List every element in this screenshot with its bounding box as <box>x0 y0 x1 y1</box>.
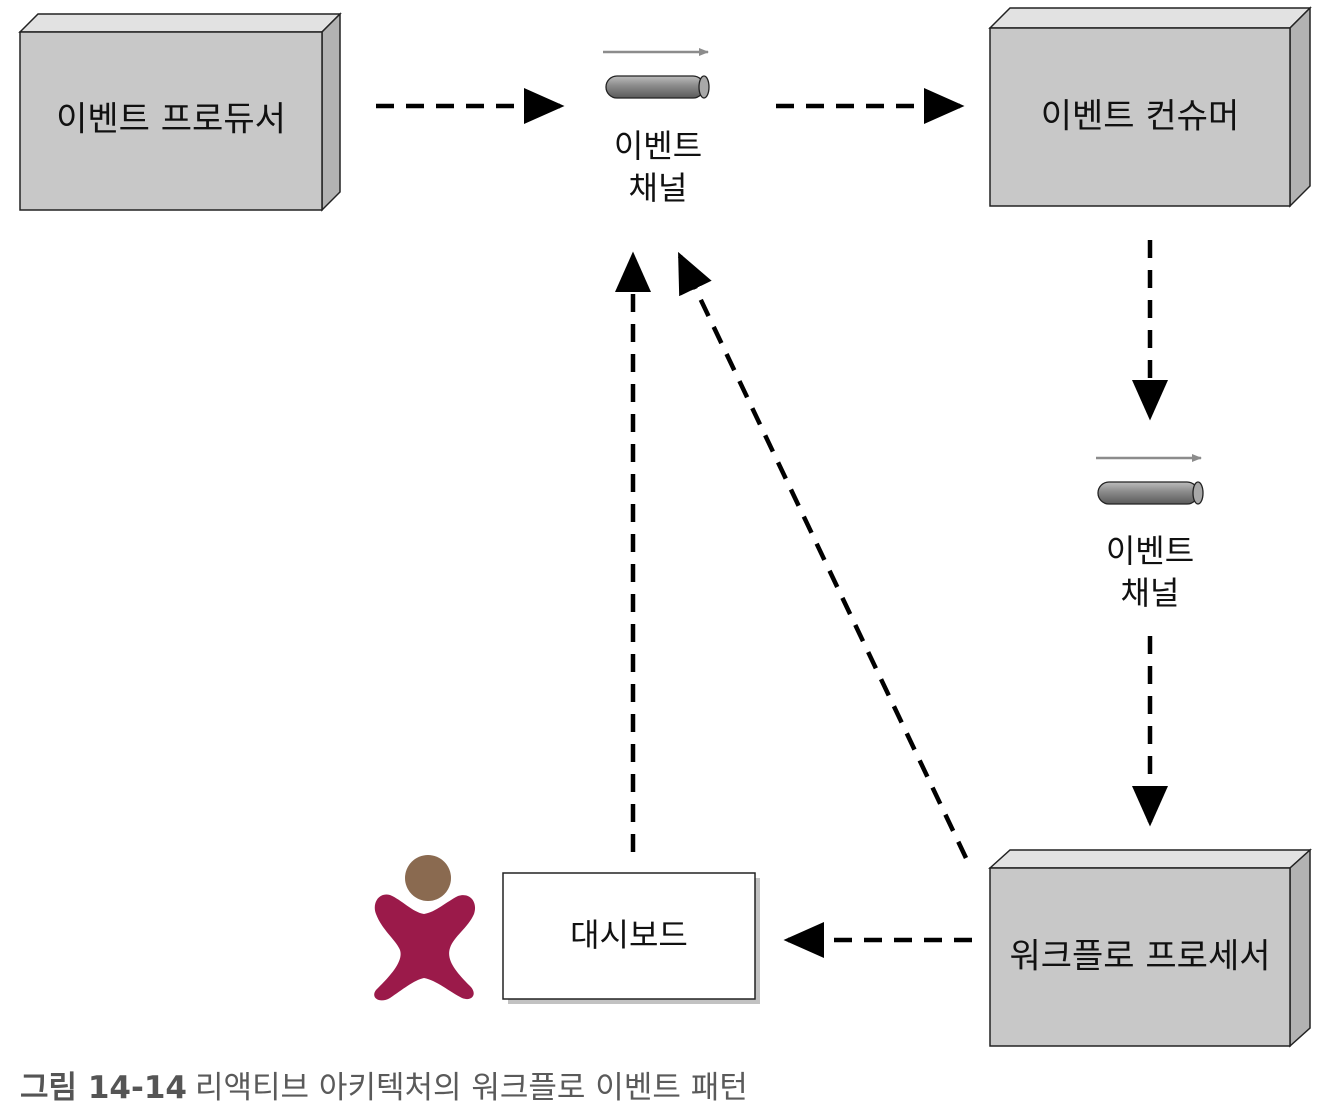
event-producer-box: 이벤트 프로듀서 <box>18 12 342 212</box>
right-channel-label-line2: 채널 <box>1121 574 1180 612</box>
right-channel-label-line1: 이벤트 <box>1106 532 1194 570</box>
event-consumer-label: 이벤트 컨슈머 <box>1041 97 1240 137</box>
right-channel-pipe-icon <box>1097 481 1204 505</box>
arrow-processor-to-top-channel <box>677 251 969 859</box>
figure-caption-text: 리액티브 아키텍처의 워크플로 이벤트 패턴 <box>194 1070 748 1106</box>
dashboard-box: 대시보드 <box>502 872 760 1004</box>
arrows <box>376 88 1168 958</box>
top-channel-pipe-icon <box>605 75 710 99</box>
workflow-processor-label: 워크플로 프로세서 <box>1009 937 1270 977</box>
top-channel-label-line1: 이벤트 <box>614 127 702 165</box>
user-person-icon <box>374 855 476 1001</box>
event-consumer-box: 이벤트 컨슈머 <box>988 6 1312 208</box>
figure-caption-label: 그림 14-14 <box>20 1070 187 1106</box>
dashboard-label: 대시보드 <box>570 916 688 954</box>
top-event-channel: 이벤트 채널 <box>603 48 710 207</box>
top-channel-label-line2: 채널 <box>629 169 688 207</box>
workflow-processor-box: 워크플로 프로세서 <box>988 848 1312 1048</box>
event-producer-label: 이벤트 프로듀서 <box>56 100 286 140</box>
right-event-channel: 이벤트 채널 <box>1096 454 1204 612</box>
